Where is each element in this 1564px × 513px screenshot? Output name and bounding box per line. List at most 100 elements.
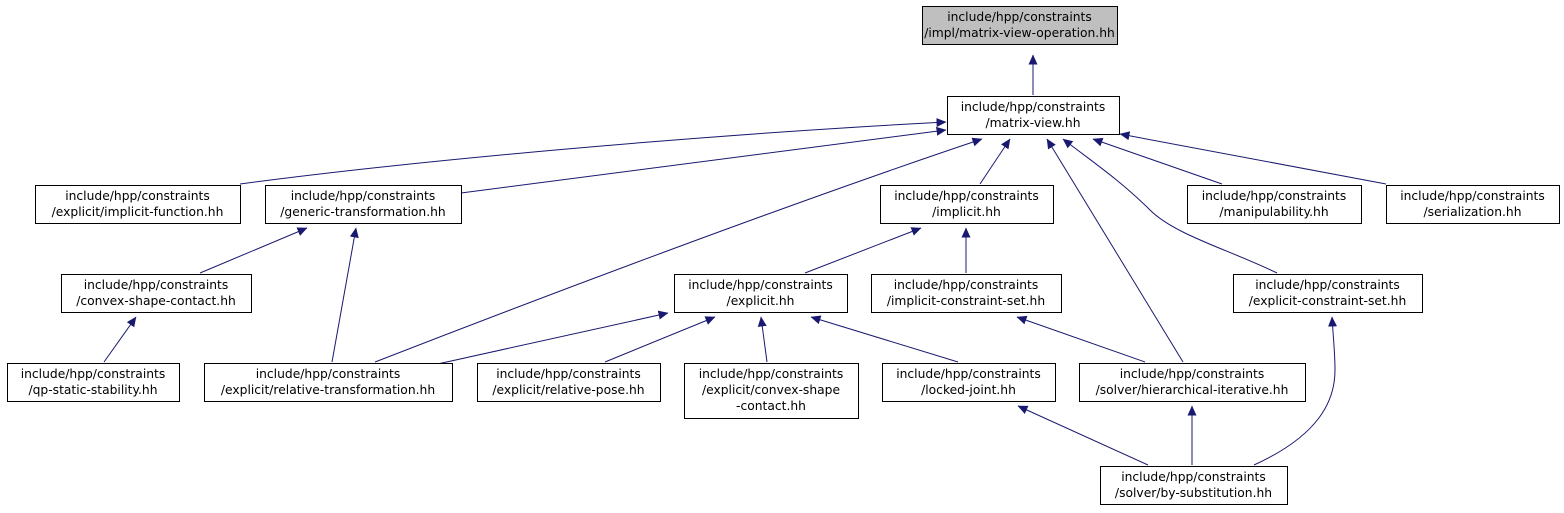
file-node-label-line: include/hpp/constraints <box>1121 470 1266 484</box>
file-node-explicit-implicit-function[interactable]: include/hpp/constraints/explicit/implici… <box>35 185 241 224</box>
dependency-arrow <box>979 138 1011 185</box>
file-node-label-line: include/hpp/constraints <box>291 189 436 203</box>
dependency-arrow <box>374 137 983 363</box>
file-node-qp-static-stability[interactable]: include/hpp/constraints/qp-static-stabil… <box>7 363 180 402</box>
file-node-solver-hierarchical-iterative[interactable]: include/hpp/constraints/solver/hierarchi… <box>1079 363 1306 402</box>
dependency-arrow <box>1062 138 1278 274</box>
file-node-label-line: /matrix-view.hh <box>985 116 1080 130</box>
file-node-box <box>880 185 1054 224</box>
file-node-label-line: /solver/by-substitution.hh <box>1115 486 1272 500</box>
dependency-arrow <box>414 310 669 370</box>
file-node-label-line: /explicit-constraint-set.hh <box>1249 294 1407 308</box>
dependency-arrow <box>239 118 947 185</box>
arrow-line <box>1046 138 1184 363</box>
file-node-label-line: /explicit.hh <box>727 294 795 308</box>
dependency-arrow <box>103 316 137 363</box>
file-node-box <box>871 274 1062 313</box>
file-node-explicit-relative-transformation[interactable]: include/hpp/constraints/explicit/relativ… <box>204 363 453 402</box>
arrow-line <box>1092 137 1223 185</box>
arrow-line <box>199 227 308 274</box>
file-node-label-line: /explicit/implicit-function.hh <box>52 205 224 219</box>
arrow-line <box>460 126 947 194</box>
file-node-label-line: include/hpp/constraints <box>84 278 229 292</box>
file-node-locked-joint[interactable]: include/hpp/constraints/locked-joint.hh <box>882 363 1056 402</box>
arrow-line <box>1062 138 1278 274</box>
arrow-line <box>331 227 359 363</box>
file-node-label-line: include/hpp/constraints <box>961 100 1106 114</box>
file-node-convex-shape-contact[interactable]: include/hpp/constraints/convex-shape-con… <box>61 274 252 313</box>
file-node-label-line: /explicit/relative-pose.hh <box>492 383 644 397</box>
file-node-matrix-view-operation[interactable]: include/hpp/constraints/impl/matrix-view… <box>922 6 1118 45</box>
file-node-label-line: include/hpp/constraints <box>496 367 641 381</box>
dependency-arrow <box>1119 131 1387 185</box>
file-node-label-line: include/hpp/constraints <box>699 367 844 381</box>
dependency-arrow <box>810 315 959 363</box>
file-node-label-line: include/hpp/constraints <box>894 278 1039 292</box>
file-node-solver-by-substitution[interactable]: include/hpp/constraints/solver/by-substi… <box>1100 466 1288 505</box>
file-node-box <box>265 185 462 224</box>
file-node-generic-transformation[interactable]: include/hpp/constraints/generic-transfor… <box>265 185 462 224</box>
file-node-label-line: /explicit/convex-shape <box>702 383 840 397</box>
dependency-arrow <box>1092 137 1223 185</box>
arrow-line <box>103 316 137 363</box>
file-node-label-line: include/hpp/constraints <box>1120 367 1265 381</box>
file-node-box <box>477 363 661 402</box>
file-node-box <box>1386 185 1560 224</box>
file-node-matrix-view[interactable]: include/hpp/constraints/matrix-view.hh <box>947 96 1120 135</box>
file-node-label-line: include/hpp/constraints <box>894 189 1039 203</box>
file-node-explicit-convex-shape-contact[interactable]: include/hpp/constraints/explicit/convex-… <box>684 363 859 419</box>
dependency-arrow <box>1253 316 1338 466</box>
file-node-label-line: include/hpp/constraints <box>65 189 210 203</box>
file-node-box <box>947 96 1120 135</box>
file-node-box <box>674 274 848 313</box>
file-node-box <box>882 363 1056 402</box>
file-node-label-line: /convex-shape-contact.hh <box>76 294 236 308</box>
file-node-box <box>1187 185 1362 224</box>
file-node-implicit-constraint-set[interactable]: include/hpp/constraints/implicit-constra… <box>871 274 1062 313</box>
file-node-label-line: /qp-static-stability.hh <box>28 383 157 397</box>
arrow-line <box>1119 131 1387 185</box>
file-node-label-line: -contact.hh <box>736 399 806 413</box>
dependency-arrow <box>804 227 922 274</box>
file-node-box <box>7 363 180 402</box>
file-node-serialization[interactable]: include/hpp/constraints/serialization.hh <box>1386 185 1560 224</box>
edges-layer <box>103 54 1387 466</box>
file-node-explicit[interactable]: include/hpp/constraints/explicit.hh <box>674 274 848 313</box>
file-node-implicit[interactable]: include/hpp/constraints/implicit.hh <box>880 185 1054 224</box>
file-node-manipulability[interactable]: include/hpp/constraints/manipulability.h… <box>1187 185 1362 224</box>
file-node-box <box>1233 274 1423 313</box>
dependency-arrow <box>460 126 947 194</box>
arrow-line <box>1017 405 1149 466</box>
arrow-line <box>979 138 1011 185</box>
file-node-box <box>1100 466 1288 505</box>
dependency-arrow <box>331 227 359 363</box>
arrow-line <box>604 316 716 363</box>
arrow-line <box>239 118 947 185</box>
dependency-arrow <box>199 227 308 274</box>
file-node-label-line: include/hpp/constraints <box>896 367 1041 381</box>
file-node-label-line: /impl/matrix-view-operation.hh <box>924 26 1115 40</box>
dependency-arrow <box>604 316 716 363</box>
arrow-line <box>1253 316 1338 466</box>
file-node-explicit-constraint-set[interactable]: include/hpp/constraints/explicit-constra… <box>1233 274 1423 313</box>
file-node-label-line: include/hpp/constraints <box>688 278 833 292</box>
file-node-label-line: /locked-joint.hh <box>921 383 1016 397</box>
arrow-line <box>757 316 768 363</box>
file-node-label-line: /solver/hierarchical-iterative.hh <box>1096 383 1289 397</box>
file-node-label-line: include/hpp/constraints <box>947 10 1092 24</box>
file-node-box <box>61 274 252 313</box>
file-node-label-line: /implicit.hh <box>932 205 1001 219</box>
file-node-box <box>35 185 241 224</box>
dependency-arrow <box>757 316 768 363</box>
arrow-line <box>810 315 959 363</box>
file-node-label-line: include/hpp/constraints <box>1255 278 1400 292</box>
file-node-explicit-relative-pose[interactable]: include/hpp/constraints/explicit/relativ… <box>477 363 661 402</box>
dependency-arrow <box>1046 138 1184 363</box>
arrow-line <box>414 310 669 370</box>
arrow-line <box>374 137 983 363</box>
arrow-line <box>804 227 922 274</box>
dependency-arrow <box>1016 315 1146 363</box>
file-node-label-line: /serialization.hh <box>1424 205 1522 219</box>
file-node-label-line: /generic-transformation.hh <box>280 205 445 219</box>
